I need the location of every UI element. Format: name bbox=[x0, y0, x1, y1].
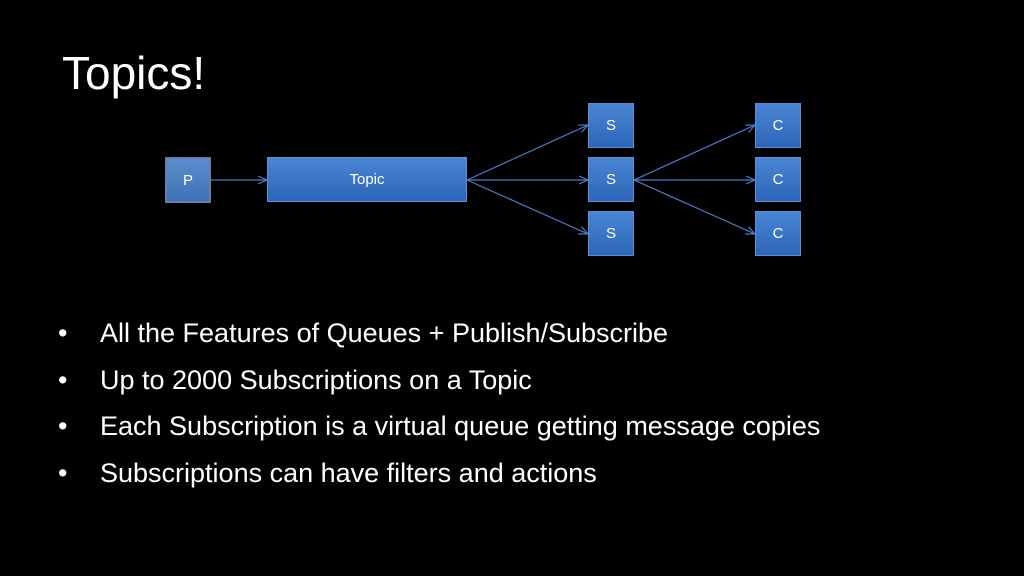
consumer-node-3: C bbox=[755, 211, 801, 256]
bullet-marker: • bbox=[58, 364, 68, 395]
subscription-label: S bbox=[605, 171, 616, 188]
slide-title: Topics! bbox=[62, 47, 206, 99]
bullet-text: All the Features of Queues + Publish/Sub… bbox=[100, 318, 669, 348]
subscription-node-1: S bbox=[588, 103, 634, 148]
consumer-label: C bbox=[772, 225, 784, 242]
bullet-marker: • bbox=[58, 318, 68, 348]
diagram-arrows bbox=[211, 0, 1024, 300]
consumer-node-1: C bbox=[755, 103, 801, 148]
bullet-list: • All the Features of Queues + Publish/S… bbox=[58, 310, 820, 496]
subscription-label: S bbox=[605, 117, 616, 134]
arrow-topic-to-subscription-3 bbox=[466, 179, 588, 234]
consumer-label: C bbox=[772, 117, 784, 134]
topic-node: Topic bbox=[267, 157, 467, 202]
subscription-label: S bbox=[605, 225, 616, 242]
arrow-topic-to-subscription-1 bbox=[466, 125, 588, 181]
bullet-marker: • bbox=[58, 411, 68, 441]
bullet-text: Each Subscription is a virtual queue get… bbox=[100, 411, 821, 441]
arrow-subscription-to-consumer-3 bbox=[633, 179, 755, 234]
topic-label: Topic bbox=[349, 171, 385, 188]
bullet-text: Up to 2000 Subscriptions on a Topic bbox=[100, 364, 532, 395]
topic-diagram: P Topic S S S C C C bbox=[165, 0, 1024, 300]
arrow-subscription-to-consumer-1 bbox=[633, 125, 755, 181]
subscription-node-3: S bbox=[588, 211, 634, 256]
consumer-label: C bbox=[772, 171, 784, 188]
bullet-item: • Each Subscription is a virtual queue g… bbox=[58, 403, 820, 450]
bullet-item: • Subscriptions can have filters and act… bbox=[58, 450, 820, 497]
bullet-item: • All the Features of Queues + Publish/S… bbox=[58, 310, 820, 357]
publisher-label: P bbox=[182, 171, 193, 189]
publisher-node: P bbox=[165, 157, 211, 203]
bullet-item: • Up to 2000 Subscriptions on a Topic bbox=[58, 357, 820, 404]
subscription-node-2: S bbox=[588, 157, 634, 202]
consumer-node-2: C bbox=[755, 157, 801, 202]
bullet-marker: • bbox=[58, 457, 68, 488]
bullet-text: Subscriptions can have filters and actio… bbox=[100, 457, 597, 488]
